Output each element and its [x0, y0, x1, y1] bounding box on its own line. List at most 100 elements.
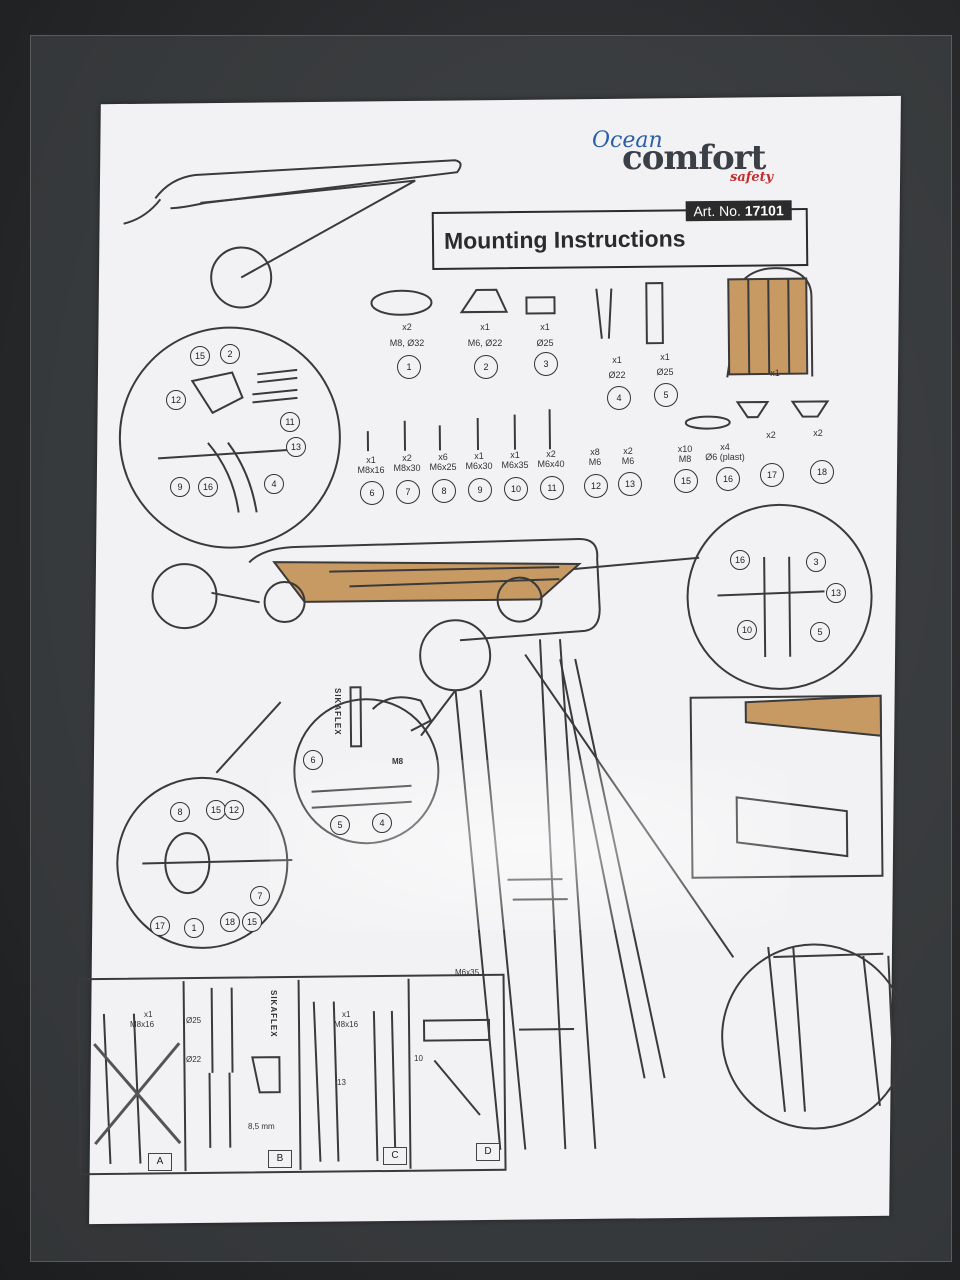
panel-c-qty: x1 — [342, 1010, 351, 1019]
brand-safety: safety — [730, 170, 774, 185]
part-qty: x1 — [366, 455, 376, 465]
part-qty: x1 — [510, 450, 520, 460]
part-qty: x2 — [766, 430, 776, 440]
panel-c-wrench: 13 — [337, 1078, 346, 1087]
panel-d-label: D — [476, 1143, 500, 1161]
panel-a-label: A — [148, 1153, 172, 1171]
part-qty: x1 — [480, 322, 490, 332]
panel-d-bolt: M6x35 — [455, 968, 480, 977]
part-qty: x1 — [770, 368, 780, 378]
part-qty: x2 — [546, 449, 556, 459]
callout: 7 — [250, 886, 270, 906]
part-qty: x10 — [677, 444, 693, 454]
art-no-value: 17101 — [744, 202, 784, 219]
panel-b-drill-size: 8,5 mm — [248, 1122, 275, 1131]
callout: 15 — [206, 800, 226, 820]
callout: 1 — [184, 918, 204, 938]
part-spec: M6 — [621, 456, 635, 466]
part-spec: M6, Ø22 — [467, 338, 503, 348]
sealant-label: SIKAFLEX — [333, 688, 342, 736]
part-number: 16 — [716, 467, 740, 491]
part-qty: x1 — [474, 451, 484, 461]
brand-ocean: Ocean — [592, 128, 663, 153]
callout: 3 — [806, 552, 826, 572]
part-number: 8 — [432, 479, 456, 503]
callout: 16 — [198, 477, 218, 497]
page-title: Mounting Instructions — [443, 225, 686, 254]
callout: 18 — [220, 912, 240, 932]
callout: 17 — [150, 916, 170, 936]
part-spec: Ø6 (plast) — [705, 452, 745, 462]
part-number: 17 — [760, 463, 784, 487]
part-number: 9 — [468, 478, 492, 502]
panel-a-qty: x1 — [144, 1010, 153, 1019]
panel-b-label: B — [268, 1150, 292, 1168]
title-box: Art. No. 17101 Mounting Instructions — [431, 200, 809, 270]
callout: 16 — [730, 550, 750, 570]
part-qty: x2 — [813, 428, 823, 438]
part-number: 18 — [810, 460, 834, 484]
panel-b-sealant: SIKAFLEX — [269, 990, 278, 1038]
part-number: 2 — [474, 355, 498, 379]
part-spec: M6 — [588, 457, 602, 467]
part-number: 4 — [607, 386, 631, 410]
part-qty: x4 — [720, 442, 730, 452]
part-spec: Ø22 — [608, 370, 626, 380]
part-number: 12 — [584, 474, 608, 498]
part-number: 1 — [397, 355, 421, 379]
callout: 6 — [303, 750, 323, 770]
part-spec: M6x30 — [465, 461, 493, 471]
part-number: 7 — [396, 480, 420, 504]
article-number-badge: Art. No. 17101 — [685, 200, 792, 222]
panel-c-spec: M8x16 — [334, 1020, 359, 1029]
callout: 12 — [224, 800, 244, 820]
part-number: 3 — [534, 352, 558, 376]
part-spec: M8x30 — [393, 463, 421, 473]
part-qty: x6 — [438, 452, 448, 462]
part-spec: M6x25 — [429, 462, 457, 472]
panel-a-spec: M8x16 — [130, 1020, 155, 1029]
part-qty: x1 — [660, 352, 670, 362]
panel-d-wrench: 10 — [414, 1054, 423, 1063]
part-spec: M8x16 — [357, 465, 385, 475]
callout: 4 — [264, 474, 284, 494]
part-qty: x2 — [402, 322, 412, 332]
part-qty: x2 — [623, 446, 633, 456]
part-qty: x8 — [590, 447, 600, 457]
callout: 15 — [190, 346, 210, 366]
part-number: 10 — [504, 477, 528, 501]
callout: 13 — [826, 583, 846, 603]
part-spec: M8 — [678, 454, 692, 464]
part-spec: M8, Ø32 — [389, 338, 425, 348]
brand-comfort: comfort — [622, 138, 766, 178]
part-spec: Ø25 — [536, 338, 554, 348]
part-qty: x1 — [540, 322, 550, 332]
part-number: 11 — [540, 476, 564, 500]
callout: 5 — [330, 815, 350, 835]
callout: 9 — [170, 477, 190, 497]
callout: 2 — [220, 344, 240, 364]
light-glare — [270, 760, 790, 930]
callout: 13 — [286, 437, 306, 457]
part-spec: M6x35 — [501, 460, 529, 470]
part-spec: Ø25 — [656, 367, 674, 377]
panel-b-diam-lower: Ø22 — [186, 1055, 202, 1064]
panel-b-diam-upper: Ø25 — [186, 1016, 202, 1025]
part-number: 13 — [618, 472, 642, 496]
callout: 11 — [280, 412, 300, 432]
callout: 10 — [737, 620, 757, 640]
part-number: 5 — [654, 383, 678, 407]
detail-circle-fastener — [118, 326, 341, 549]
art-no-prefix: Art. No. — [693, 202, 741, 220]
callout: 4 — [372, 813, 392, 833]
part-number: 15 — [674, 469, 698, 493]
callout: 15 — [242, 912, 262, 932]
callout: 5 — [810, 622, 830, 642]
part-number: 6 — [360, 481, 384, 505]
callout: 12 — [166, 390, 186, 410]
part-qty: x1 — [612, 355, 622, 365]
callout: 8 — [170, 802, 190, 822]
brand-logo: Ocean comfort safety — [590, 128, 790, 188]
part-qty: x2 — [402, 453, 412, 463]
part-spec: M6x40 — [537, 459, 565, 469]
